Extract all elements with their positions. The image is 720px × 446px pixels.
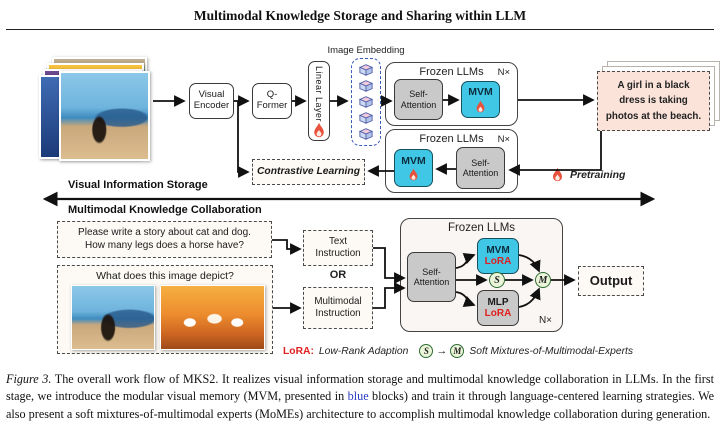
momes-definition: Soft Mixtures-of-Multimodal-Experts [469,345,634,357]
soft-router-s-node: S [489,272,505,288]
mlp-label: MLP [487,296,509,308]
text-query-line: How many legs does a horse have? [85,239,244,251]
q-former-label: Q- [266,89,278,101]
linear-layer-box: Linear Layer [308,61,330,141]
caption-card-line: A girl in a black [617,80,690,92]
flame-icon [476,100,485,112]
self-attention-label: Self- [409,89,428,100]
text-query-line: Please write a story about cat and dog. [78,227,251,238]
frozen-llms-momes-repeat: N× [538,315,552,326]
mvm-label: MVM [401,154,426,167]
output-label: Output [589,272,633,288]
mvm-bottom-box: MVM [394,149,433,187]
flame-icon [314,122,324,138]
lora-label: LoRA [484,256,512,267]
self-attention-label2: Attention [462,168,499,178]
image-embedding-label: Image Embedding [327,45,405,56]
mvm-lora-box: MVM LoRA [477,238,519,274]
self-attention-momes-box: Self- Attention [407,252,456,302]
lora-definition: Low-Rank Adaption [318,345,409,357]
visual-encoder-box: Visual Encoder [189,83,234,119]
frozen-llms-bottom-repeat: N× [497,134,510,145]
self-attention-label: Self- [422,266,441,277]
arrow-icon: → [436,345,448,357]
contrastive-learning-box: Contrastive Learning [252,159,365,185]
figure-legend: LoRA: Low-Rank Adaption S → M Soft Mixtu… [283,344,633,358]
s-node-icon: S [419,344,434,358]
m-node-icon: M [450,344,465,358]
self-attention-label2: Attention [413,277,450,287]
figure-number: Figure 3. [6,372,52,386]
m-node-label: M [538,274,548,286]
mvm-label: MVM [468,86,493,99]
multimodal-instruction-label2: Instruction [315,308,361,319]
q-former-label2: Former [256,100,288,111]
text-instruction-label2: Instruction [315,248,361,259]
lora-term: LoRA: [283,345,314,357]
flame-icon [409,168,418,181]
caption-blue-word: blue [347,389,369,404]
lora-label: LoRA [484,308,512,319]
linear-layer-label: Linear Layer [314,66,324,123]
photo-beach-image [59,71,150,161]
visual-encoder-label2: Encoder [193,100,230,111]
output-box: Output [578,266,644,296]
title-divider [6,29,714,30]
q-former-box: Q- Former [252,83,292,119]
self-attention-top-box: Self- Attention [394,79,443,120]
cube-icon [358,112,374,124]
image-embedding-tokens [351,58,381,146]
caption-card-line: dress is taking [619,95,688,107]
frozen-llms-bottom-title: Frozen LLMs [419,133,484,145]
caption-card-line: photos at the beach. [605,110,702,122]
caption-text: blocks) and train it through language-ce… [6,389,715,421]
s-node-label: S [494,274,500,286]
caption-text: The overall work flow of MKS2. It realiz… [6,372,714,404]
image-query-label: What does this image depict? [96,270,234,282]
self-attention-bottom-box: Self- Attention [456,147,505,189]
section-label-storage: Visual Information Storage [68,179,208,191]
photo-beach-image [71,285,155,350]
mvm-label: MVM [486,244,510,256]
photo-swans-image [160,285,265,350]
cube-icon [358,64,374,76]
text-instruction-label: Text [329,235,347,247]
mixture-m-node: M [535,272,551,288]
mvm-top-box: MVM [461,81,500,118]
multimodal-instruction-box: Multimodal Instruction [303,287,373,329]
page-title: Multimodal Knowledge Storage and Sharing… [193,8,527,23]
frozen-llms-top-repeat: N× [497,67,510,78]
frozen-llms-momes-title: Frozen LLMs [447,222,516,234]
m-node-label: M [453,346,462,356]
self-attention-label2: Attention [400,99,437,110]
text-query-box: Please write a story about cat and dog. … [57,221,272,258]
text-instruction-box: Text Instruction [303,230,373,266]
figure-caption: Figure 3. The overall work flow of MKS2.… [6,371,714,423]
cube-icon [358,80,374,92]
cube-icon [358,96,374,108]
pretraining-label: Pretraining [570,169,626,181]
flame-icon [553,167,562,182]
visual-encoder-label: Visual [198,89,225,101]
multimodal-instruction-label: Multimodal [314,295,362,307]
contrastive-learning-label: Contrastive Learning [257,165,360,177]
generated-caption-card: A girl in a black dress is taking photos… [597,71,710,131]
mlp-lora-box: MLP LoRA [477,290,519,326]
frozen-llms-top-title: Frozen LLMs [419,66,484,78]
cube-icon [358,128,374,140]
or-label: OR [329,269,347,281]
self-attention-label: Self- [471,157,490,168]
section-label-collaboration: Multimodal Knowledge Collaboration [68,204,262,216]
s-node-label: S [423,346,429,356]
